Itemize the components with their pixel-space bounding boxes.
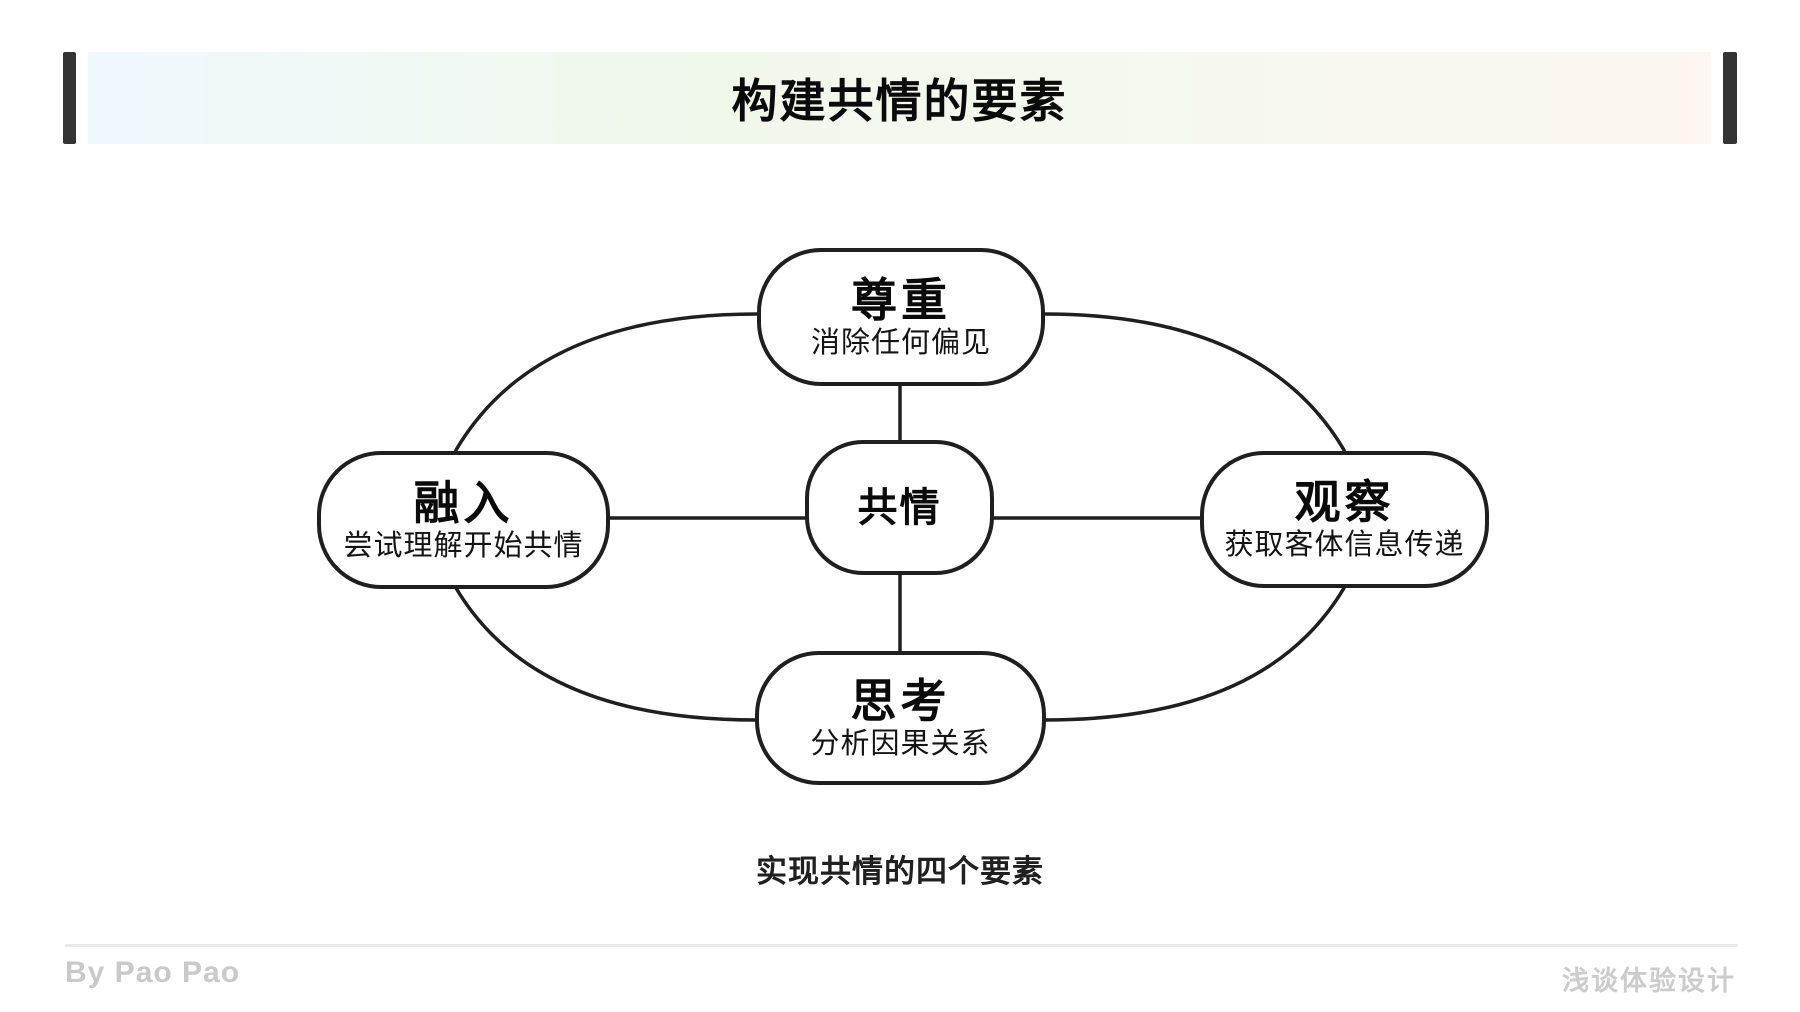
arc-think-to-observe	[1042, 586, 1346, 722]
footer-author: By Pao Pao	[65, 956, 241, 989]
node-empathy-center: 共情	[805, 440, 994, 575]
arc-immerse-to-respect	[454, 312, 759, 452]
node-immerse-desc: 尝试理解开始共情	[343, 529, 584, 562]
diagram-caption: 实现共情的四个要素	[756, 854, 1044, 889]
footer-divider	[65, 944, 1738, 947]
node-immerse: 融入 尝试理解开始共情	[317, 451, 610, 589]
node-observe-label: 观察	[1294, 476, 1395, 528]
node-respect: 尊重 消除任何偏见	[757, 248, 1045, 386]
arc-immerse-to-think	[454, 586, 758, 722]
header-band: 构建共情的要素	[88, 52, 1711, 144]
page-title: 构建共情的要素	[731, 75, 1068, 127]
node-observe: 观察 获取客体信息传递	[1200, 451, 1489, 588]
header-accent-bar-right	[1723, 52, 1737, 144]
node-observe-desc: 获取客体信息传递	[1224, 529, 1465, 561]
node-think-label: 思考	[850, 674, 951, 727]
footer-brand: 浅谈体验设计	[1562, 966, 1736, 996]
node-think-desc: 分析因果关系	[810, 727, 991, 760]
node-immerse-label: 融入	[413, 476, 514, 529]
node-empathy-label: 共情	[857, 485, 942, 530]
header-accent-bar-left	[63, 52, 76, 144]
arc-respect-to-observe	[1042, 312, 1346, 452]
node-respect-label: 尊重	[851, 273, 951, 326]
node-think: 思考 分析因果关系	[755, 651, 1046, 785]
node-respect-desc: 消除任何偏见	[810, 326, 991, 359]
